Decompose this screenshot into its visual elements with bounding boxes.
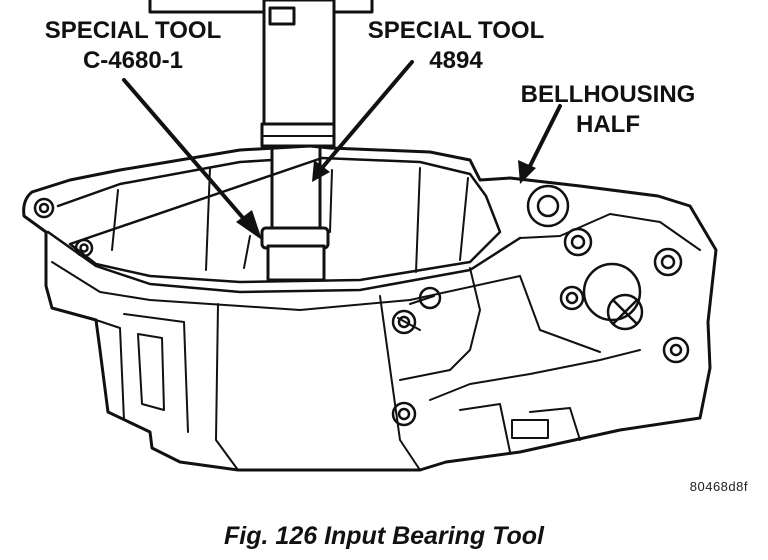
image-code: 80468d8f xyxy=(689,479,748,494)
callout-line: HALF xyxy=(576,111,640,138)
callout-line: 4894 xyxy=(429,47,483,74)
leader-c-4680-1 xyxy=(122,78,252,228)
arrowheads xyxy=(236,160,536,240)
callout-special-tool-4894: SPECIAL TOOL 4894 xyxy=(345,16,567,76)
callout-line: SPECIAL TOOL xyxy=(44,17,222,44)
arrowhead-c-4680-1 xyxy=(236,210,262,240)
leader-4894 xyxy=(320,60,414,170)
callout-line: C-4680-1 xyxy=(82,47,184,74)
bolt-bosses xyxy=(33,184,690,427)
callout-bellhousing-half: BELLHOUSING HALF xyxy=(502,80,714,140)
installer-tool-c-4680-1 xyxy=(260,226,330,282)
press-tool-4894 xyxy=(148,0,374,232)
housing-outline xyxy=(22,144,718,472)
leader-lines xyxy=(122,60,562,228)
leader-bellhousing xyxy=(526,104,562,172)
figure-caption: Fig. 126 Input Bearing Tool xyxy=(224,522,544,550)
arrowhead-bellhousing xyxy=(518,160,536,184)
fill-plug-icon xyxy=(606,293,644,331)
callout-special-tool-c-4680-1: SPECIAL TOOL C-4680-1 xyxy=(22,16,244,76)
callout-line: BELLHOUSING xyxy=(520,81,696,108)
arrowhead-4894 xyxy=(312,160,330,182)
callout-line: SPECIAL TOOL xyxy=(367,17,545,44)
